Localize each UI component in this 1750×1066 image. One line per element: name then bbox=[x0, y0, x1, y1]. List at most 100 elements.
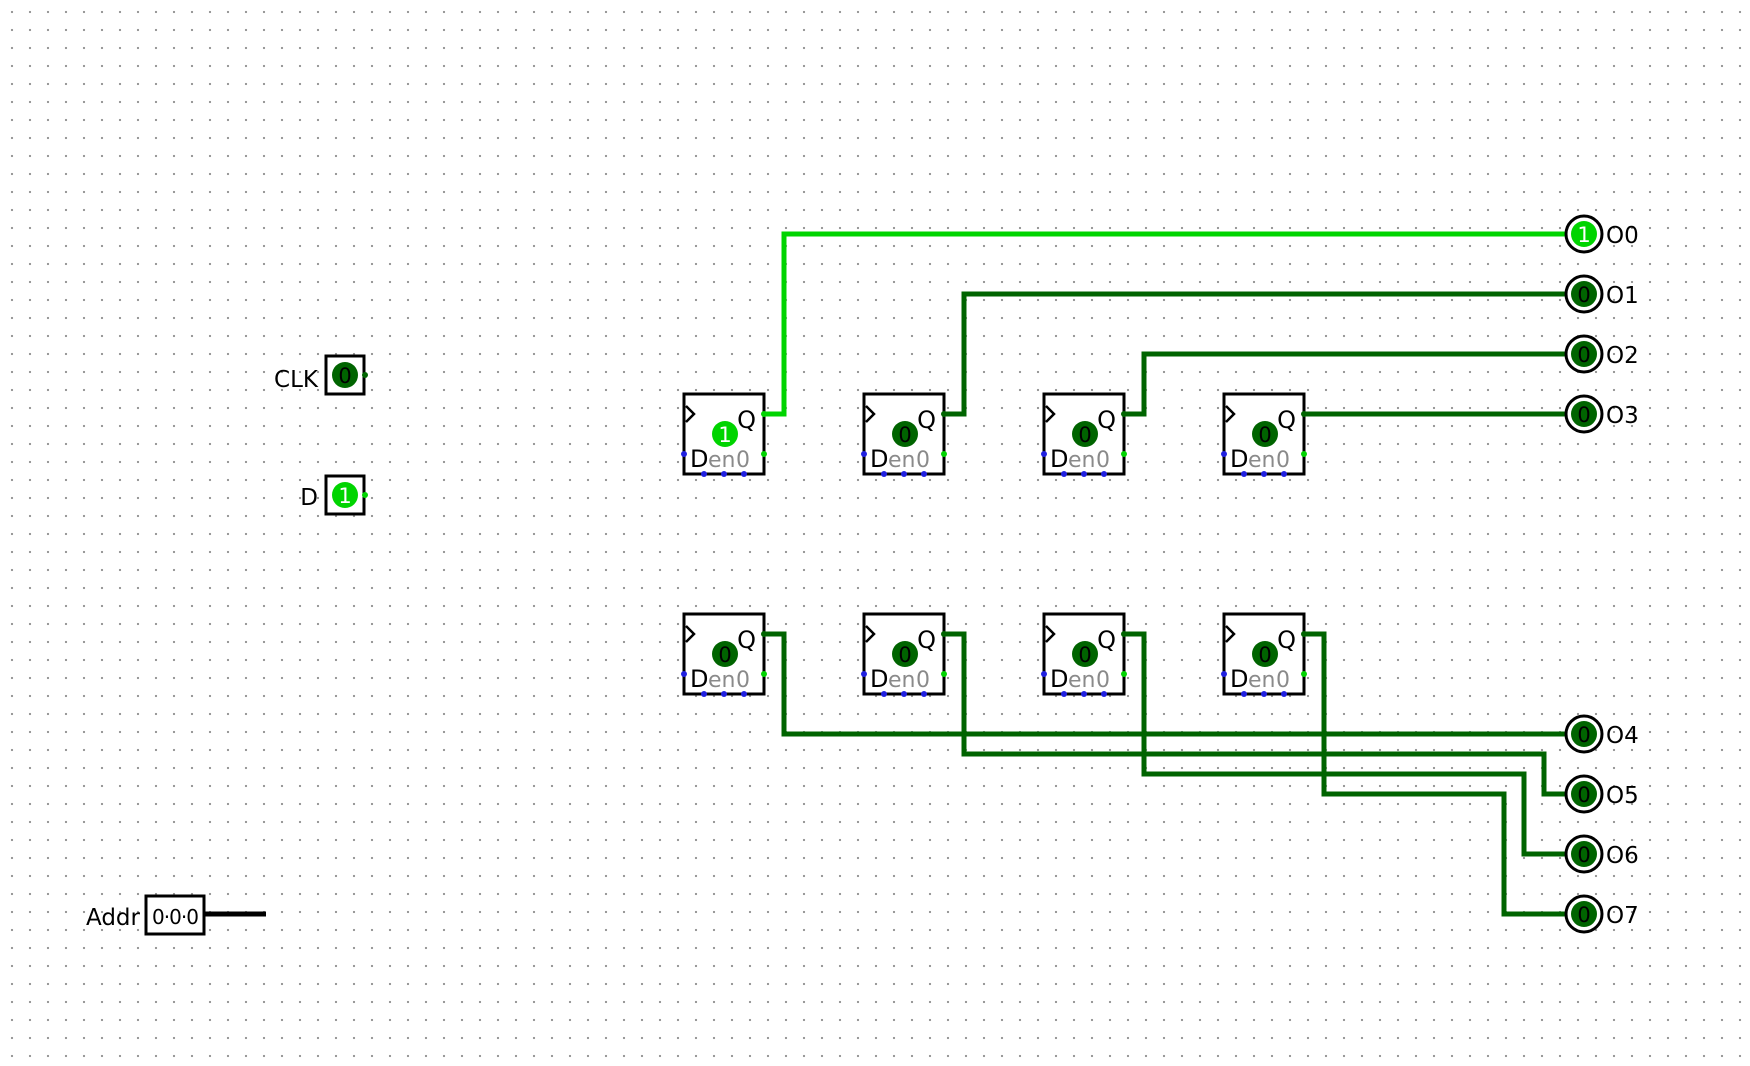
qbar-output-port bbox=[761, 671, 767, 677]
q-state-value: 1 bbox=[718, 423, 731, 447]
q-state-circle bbox=[1072, 641, 1098, 667]
addr-value: 0·0·0 bbox=[152, 905, 198, 929]
addr-pin[interactable] bbox=[144, 894, 206, 936]
clock-triangle-icon bbox=[865, 625, 876, 643]
clk-port bbox=[362, 372, 368, 378]
d-input-port bbox=[681, 451, 687, 457]
output-pin-o0[interactable]: 1 O0 bbox=[1564, 214, 1639, 254]
q-output-port bbox=[1301, 411, 1307, 417]
q-output-port bbox=[1121, 411, 1127, 417]
q-output-port bbox=[941, 411, 947, 417]
bottom-port bbox=[1081, 691, 1087, 697]
qbar-output-port bbox=[1301, 451, 1307, 457]
output-pin-o4[interactable]: 0 O4 bbox=[1564, 714, 1639, 754]
wires bbox=[204, 231, 1566, 917]
q-label: Q bbox=[1097, 406, 1116, 434]
clock-triangle-icon bbox=[1225, 405, 1236, 423]
q-output-port bbox=[1301, 631, 1307, 637]
enable-label: en bbox=[888, 668, 915, 693]
bottom-port bbox=[1241, 471, 1247, 477]
output-label: O3 bbox=[1606, 403, 1639, 429]
output-value: 0 bbox=[1577, 723, 1590, 747]
d-port bbox=[362, 492, 368, 498]
bottom-port bbox=[741, 471, 747, 477]
q-state-circle bbox=[1252, 641, 1278, 667]
q-state-value: 0 bbox=[718, 643, 731, 667]
output-state-circle bbox=[1571, 781, 1597, 807]
q-label: Q bbox=[1277, 406, 1296, 434]
d-port-label: D bbox=[690, 665, 708, 693]
enable-label: en bbox=[1068, 448, 1095, 473]
qbar-output-port bbox=[1121, 451, 1127, 457]
output-state-circle bbox=[1571, 901, 1597, 927]
output-label: O0 bbox=[1606, 223, 1639, 249]
q-state-circle bbox=[892, 421, 918, 447]
q-label: Q bbox=[737, 626, 756, 654]
wire-o2 bbox=[1124, 351, 1566, 417]
enable-label: en bbox=[1248, 448, 1275, 473]
q-output-port bbox=[761, 411, 767, 417]
q-state-value: 0 bbox=[898, 643, 911, 667]
enable-label: en bbox=[888, 448, 915, 473]
enable-label: en bbox=[708, 668, 735, 693]
output-state-circle bbox=[1571, 401, 1597, 427]
wire-o5 bbox=[944, 631, 1566, 797]
q-state-value: 0 bbox=[1258, 643, 1271, 667]
d-port-label: D bbox=[1050, 665, 1068, 693]
qbar-output-port bbox=[761, 451, 767, 457]
output-pin-o2[interactable]: 0 O2 bbox=[1564, 334, 1639, 374]
wire-o7 bbox=[1304, 631, 1566, 917]
q-label: Q bbox=[1277, 626, 1296, 654]
output-state-circle bbox=[1571, 841, 1597, 867]
qbar-output-port bbox=[1121, 671, 1127, 677]
clock-triangle-icon bbox=[685, 625, 696, 643]
d-input-port bbox=[1041, 671, 1047, 677]
output-value: 1 bbox=[1577, 223, 1590, 247]
wire-o0 bbox=[764, 231, 1566, 417]
output-label: O4 bbox=[1606, 723, 1639, 749]
clk-value-circle bbox=[332, 362, 358, 388]
output-label: O2 bbox=[1606, 343, 1639, 369]
q-state-circle bbox=[1252, 421, 1278, 447]
clock-triangle-icon bbox=[1045, 405, 1056, 423]
bottom-port bbox=[1061, 471, 1067, 477]
q-label: Q bbox=[917, 406, 936, 434]
output-state-circle bbox=[1571, 281, 1597, 307]
d-input-port bbox=[681, 671, 687, 677]
enable-label: en bbox=[1248, 668, 1275, 693]
bottom-port bbox=[701, 691, 707, 697]
output-state-circle bbox=[1571, 221, 1597, 247]
enable-value: 0 bbox=[1276, 668, 1290, 693]
enable-value: 0 bbox=[736, 668, 750, 693]
bottom-port bbox=[741, 691, 747, 697]
q-state-circle bbox=[1072, 421, 1098, 447]
d-input-port bbox=[861, 451, 867, 457]
q-output-port bbox=[761, 631, 767, 637]
q-state-value: 0 bbox=[1078, 423, 1091, 447]
q-state-circle bbox=[712, 421, 738, 447]
q-label: Q bbox=[917, 626, 936, 654]
q-output-port bbox=[941, 631, 947, 637]
bottom-port bbox=[881, 691, 887, 697]
bottom-port bbox=[901, 471, 907, 477]
enable-value: 0 bbox=[1096, 448, 1110, 473]
enable-value: 0 bbox=[916, 448, 930, 473]
output-value: 0 bbox=[1577, 343, 1590, 367]
clk-input-group: CLK 0 bbox=[274, 354, 368, 396]
d-port-label: D bbox=[1050, 445, 1068, 473]
